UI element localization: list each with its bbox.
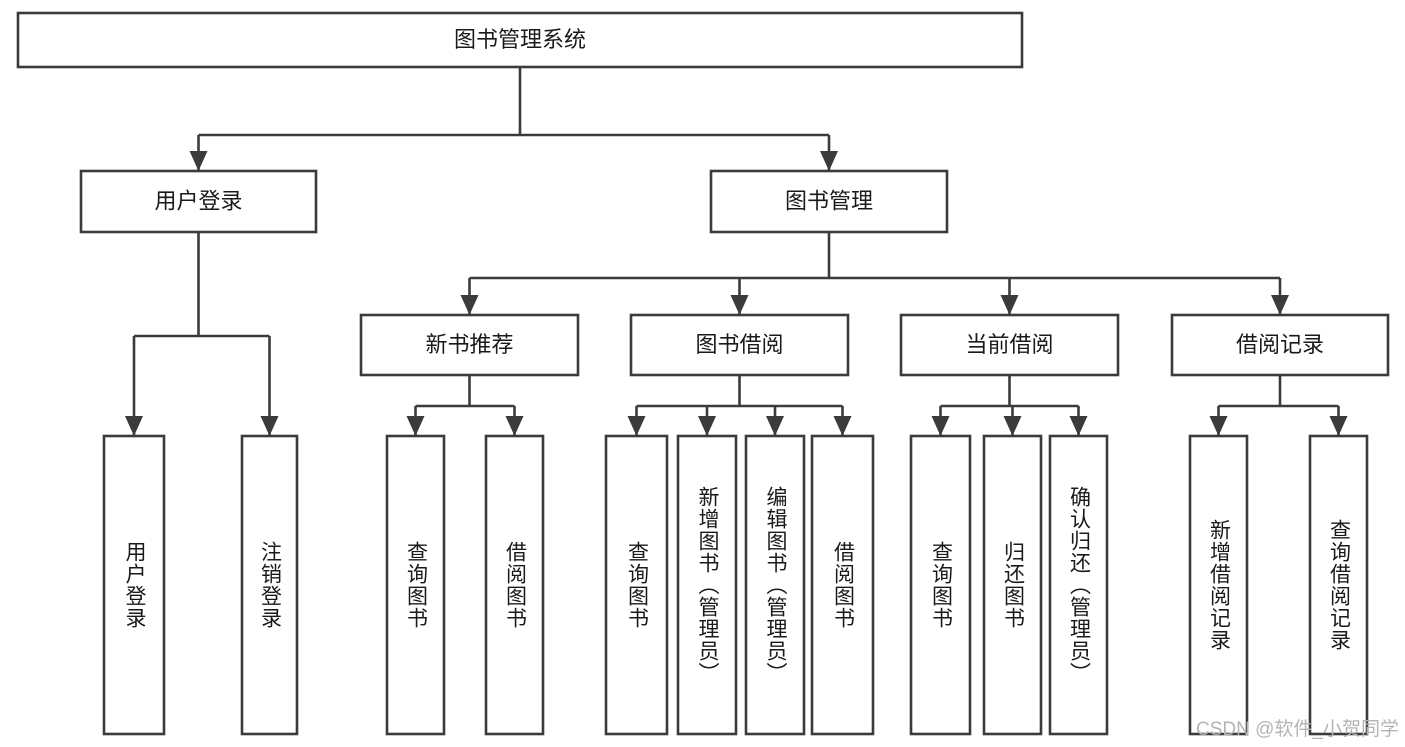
arrow-head-icon — [766, 416, 784, 436]
arrow-head-icon — [406, 416, 425, 436]
node-box-leaf-logout[interactable] — [240, 434, 299, 736]
boxes-layer — [16, 11, 1390, 736]
connectors-layer — [125, 67, 1348, 436]
node-label-borrow-record: 借阅记录 — [1236, 332, 1324, 357]
node-box-leaf-query-book-2[interactable] — [604, 434, 669, 736]
arrow-head-icon — [698, 416, 716, 436]
arrow-head-icon — [460, 295, 479, 315]
arrow-head-icon — [189, 151, 208, 171]
node-box-book-borrow[interactable] — [629, 313, 850, 377]
node-box-borrow-record[interactable] — [1170, 313, 1390, 377]
node-label-book-manage: 图书管理 — [785, 188, 873, 213]
node-box-current-borrow[interactable] — [899, 313, 1120, 377]
arrow-head-icon — [627, 416, 646, 436]
node-label-book-borrow: 图书借阅 — [695, 332, 783, 357]
node-box-leaf-query-book-1[interactable] — [385, 434, 446, 736]
arrow-head-icon — [1271, 295, 1289, 315]
arrow-head-icon — [1069, 416, 1088, 436]
node-box-leaf-edit-book[interactable] — [744, 434, 806, 736]
arrow-head-icon — [125, 416, 143, 436]
arrow-head-icon — [1329, 416, 1348, 436]
node-label-user-login: 用户登录 — [154, 188, 242, 213]
node-box-new-book-recommend[interactable] — [359, 313, 580, 377]
arrow-head-icon — [730, 295, 749, 315]
node-box-leaf-add-book[interactable] — [676, 434, 738, 736]
arrow-head-icon — [1209, 416, 1228, 436]
arrow-head-icon — [820, 151, 838, 171]
node-box-leaf-borrow-book-2[interactable] — [810, 434, 875, 736]
node-label-current-borrow: 当前借阅 — [965, 332, 1053, 357]
arrow-head-icon — [1000, 295, 1019, 315]
arrow-head-icon — [931, 416, 950, 436]
node-box-leaf-confirm-return[interactable] — [1048, 434, 1109, 736]
arrow-head-icon — [833, 416, 852, 436]
arrow-head-icon — [1003, 416, 1022, 436]
node-box-leaf-query-book-3[interactable] — [909, 434, 972, 736]
node-label-root: 图书管理系统 — [454, 27, 586, 52]
node-label-new-book-recommend: 新书推荐 — [425, 332, 513, 357]
node-box-book-manage[interactable] — [709, 169, 949, 234]
node-box-leaf-user-login[interactable] — [102, 434, 166, 736]
node-box-user-login[interactable] — [79, 169, 318, 234]
arrow-head-icon — [260, 416, 279, 436]
arrow-head-icon — [505, 416, 524, 436]
node-box-leaf-borrow-book-1[interactable] — [484, 434, 545, 736]
node-box-leaf-query-record[interactable] — [1308, 434, 1369, 736]
node-box-root[interactable] — [16, 11, 1024, 69]
node-box-leaf-add-record[interactable] — [1188, 434, 1249, 736]
node-box-leaf-return-book[interactable] — [982, 434, 1043, 736]
